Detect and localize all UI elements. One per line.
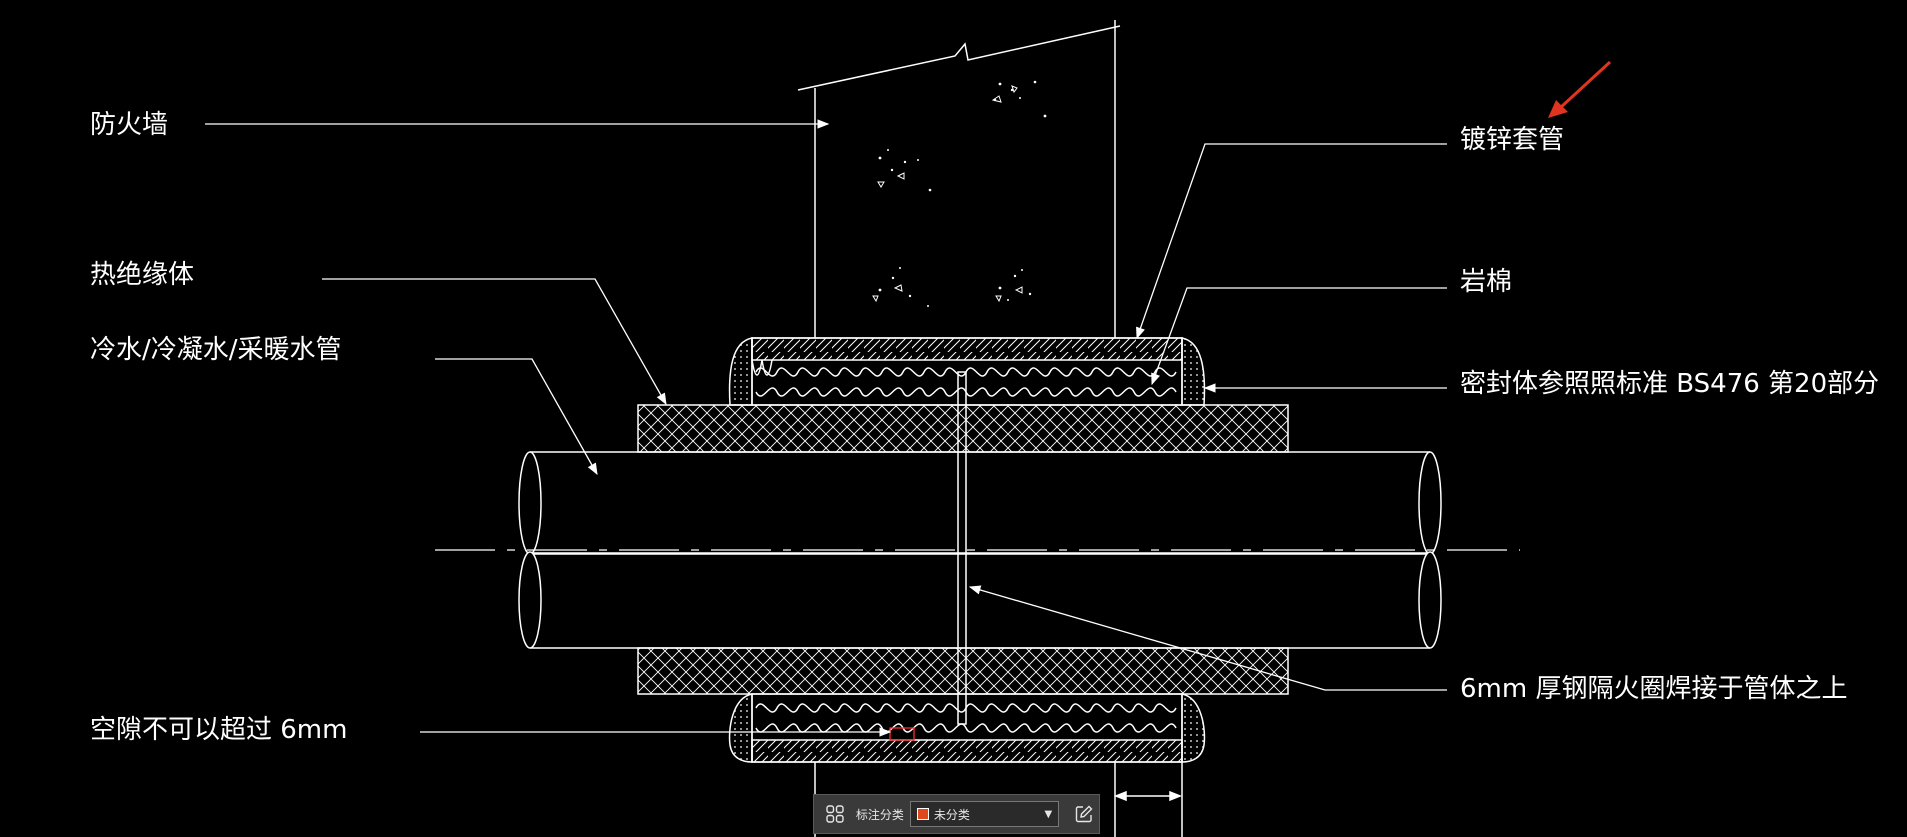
pipe-lower — [518, 551, 1442, 649]
wall-section — [797, 20, 1121, 338]
grid-icon[interactable] — [820, 799, 850, 829]
annotation-toolbar: 标注分类 未分类 ▼ — [813, 794, 1100, 834]
sleeve-lower — [728, 693, 1206, 763]
label-sleeve: 镀锌套管 — [1460, 125, 1564, 155]
leader-lines — [205, 119, 1447, 737]
chevron-down-icon: ▼ — [1044, 808, 1053, 820]
category-select[interactable]: 未分类 ▼ — [909, 801, 1060, 827]
label-pipe: 冷水/冷凝水/采暖水管 — [90, 335, 342, 365]
sleeve-upper — [728, 337, 1206, 406]
insulation-upper — [637, 404, 1289, 453]
label-fire-wall: 防火墙 — [90, 110, 168, 140]
label-fire-ring: 6mm 厚钢隔火圈焊接于管体之上 — [1460, 674, 1847, 704]
insulation-lower — [637, 647, 1289, 695]
label-insulation: 热绝缘体 — [90, 260, 194, 290]
category-color-swatch — [916, 808, 929, 820]
category-selected-value: 未分类 — [933, 807, 970, 822]
fire-ring — [957, 371, 967, 725]
red-arrow-icon — [1548, 60, 1612, 118]
edit-icon[interactable] — [1069, 799, 1099, 829]
label-sealant: 密封体参照照标准 BS476 第20部分 — [1460, 369, 1879, 399]
label-gap: 空隙不可以超过 6mm — [90, 715, 347, 745]
label-rock-wool: 岩棉 — [1460, 267, 1512, 297]
category-label: 标注分类 — [855, 807, 904, 822]
pipe-upper — [518, 451, 1442, 555]
